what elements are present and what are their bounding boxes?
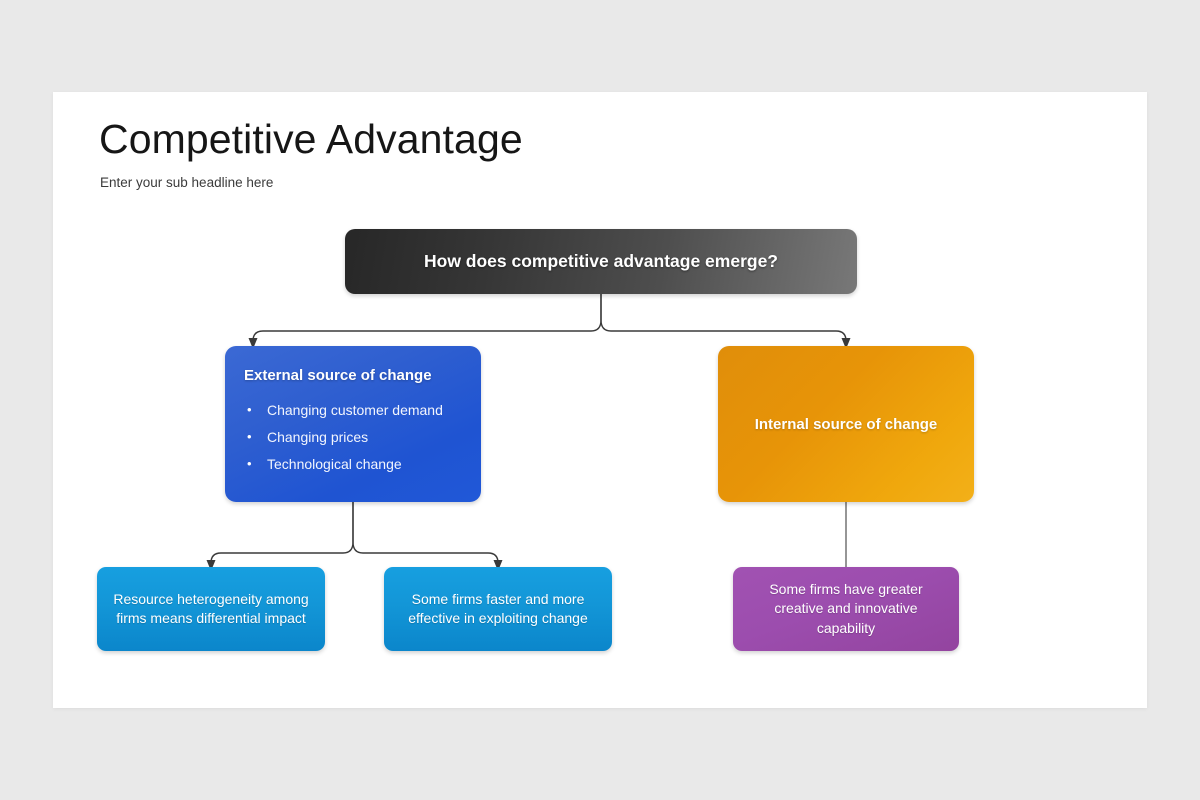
node-leaf-label: Resource heterogeneity among firms means… — [113, 590, 309, 627]
connector-root-to-external — [252, 294, 602, 342]
page-subtitle: Enter your sub headline here — [100, 175, 274, 190]
external-bullet-list: Changing customer demand Changing prices… — [243, 396, 463, 478]
list-item: Changing prices — [243, 423, 463, 451]
connector-external-to-leaf-2 — [352, 502, 499, 564]
list-item: Technological change — [243, 450, 463, 478]
node-internal-source[interactable]: Internal source of change — [718, 346, 974, 502]
node-internal-label: Internal source of change — [754, 415, 938, 433]
connector-external-to-leaf-1 — [210, 502, 354, 564]
node-external-label: External source of change — [244, 367, 432, 384]
node-leaf-creative-capability[interactable]: Some firms have greater creative and inn… — [733, 567, 959, 651]
node-leaf-label: Some firms faster and more effective in … — [408, 590, 588, 627]
node-root-label: How does competitive advantage emerge? — [424, 251, 778, 271]
list-item: Changing customer demand — [243, 396, 463, 424]
node-leaf-faster-exploiting[interactable]: Some firms faster and more effective in … — [384, 567, 612, 651]
slide-canvas: Competitive Advantage Enter your sub hea… — [53, 92, 1147, 708]
node-leaf-resource-heterogeneity[interactable]: Resource heterogeneity among firms means… — [97, 567, 325, 651]
connector-root-to-internal — [600, 294, 847, 342]
node-external-source[interactable]: External source of change Changing custo… — [225, 346, 481, 502]
page-title: Competitive Advantage — [99, 116, 523, 162]
node-root[interactable]: How does competitive advantage emerge? — [345, 229, 857, 294]
node-leaf-label: Some firms have greater creative and inn… — [769, 580, 923, 636]
